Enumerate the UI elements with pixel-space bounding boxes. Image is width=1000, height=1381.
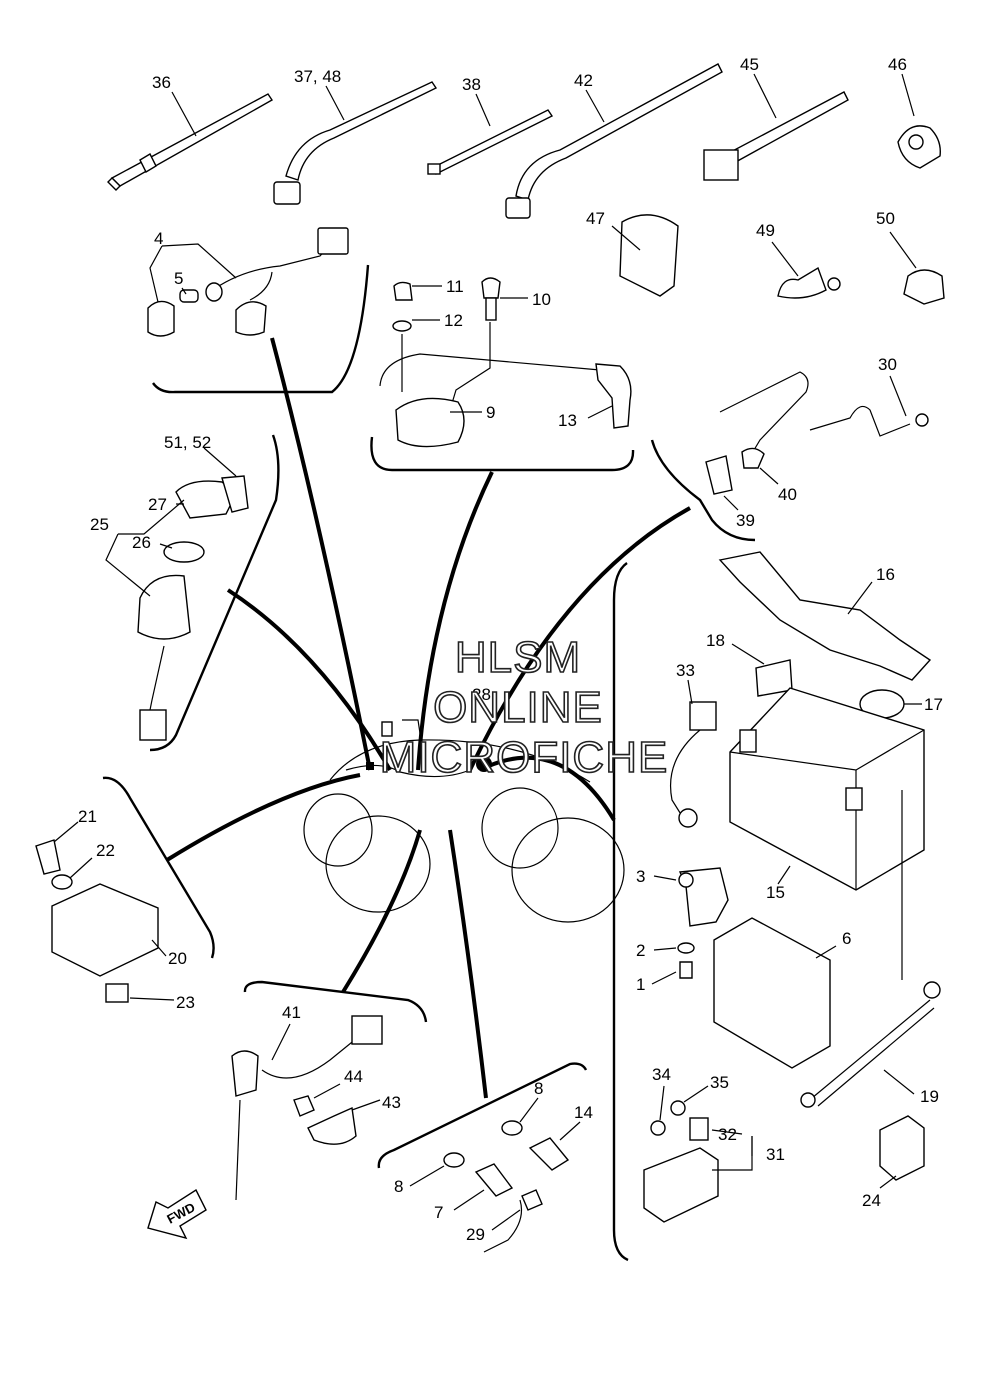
callout-6: 6 bbox=[842, 929, 851, 948]
callout-21: 21 bbox=[78, 807, 97, 826]
callout-43: 43 bbox=[382, 1093, 401, 1112]
watermark-line-1: HLSM bbox=[455, 633, 581, 682]
callout-28: 28 bbox=[472, 685, 491, 704]
callout-46: 46 bbox=[888, 55, 907, 74]
wire-harness-sub bbox=[147, 227, 349, 337]
watermark-line-3: MICROFICHE bbox=[380, 733, 669, 782]
callout-44: 44 bbox=[344, 1067, 363, 1086]
callout-4: 4 bbox=[154, 229, 163, 248]
callout-13: 13 bbox=[558, 411, 577, 430]
callout-29: 29 bbox=[466, 1225, 485, 1244]
callout-23: 23 bbox=[176, 993, 195, 1012]
battery-lead-19 bbox=[800, 981, 941, 1108]
callout-18: 18 bbox=[706, 631, 725, 650]
callout-41: 41 bbox=[282, 1003, 301, 1022]
callout-40: 40 bbox=[778, 485, 797, 504]
callout-51-52: 51, 52 bbox=[164, 433, 211, 452]
callout-25: 25 bbox=[90, 515, 109, 534]
callout-34: 34 bbox=[652, 1065, 671, 1084]
callout-45: 45 bbox=[740, 55, 759, 74]
main-switch-assembly bbox=[137, 475, 249, 741]
callout-15: 15 bbox=[766, 883, 785, 902]
callout-14: 14 bbox=[574, 1103, 593, 1122]
battery bbox=[729, 687, 925, 891]
callout-27: 27 bbox=[148, 495, 167, 514]
callout-11: 11 bbox=[446, 277, 464, 296]
sensors-bottom bbox=[443, 1120, 570, 1253]
callout-labels: 36 37, 48 38 42 45 46 4 5 11 10 12 9 13 … bbox=[78, 55, 943, 1244]
cable-ties bbox=[107, 63, 941, 219]
callout-37-48: 37, 48 bbox=[294, 67, 341, 86]
callout-36: 36 bbox=[152, 73, 171, 92]
callout-42: 42 bbox=[574, 71, 593, 90]
callout-9: 9 bbox=[486, 403, 495, 422]
callout-1: 1 bbox=[636, 975, 645, 994]
callout-30: 30 bbox=[878, 355, 897, 374]
connector-lines bbox=[165, 337, 691, 1099]
fwd-arrow: FWD bbox=[147, 1188, 207, 1240]
callout-3: 3 bbox=[636, 867, 645, 886]
callout-33: 33 bbox=[676, 661, 695, 680]
callout-31: 31 bbox=[766, 1145, 785, 1164]
callout-19: 19 bbox=[920, 1087, 939, 1106]
battery-lead-33 bbox=[669, 701, 717, 828]
control-unit bbox=[677, 867, 831, 1069]
callout-47: 47 bbox=[586, 209, 605, 228]
battery-bracket bbox=[718, 551, 932, 719]
relay-24 bbox=[879, 1115, 925, 1181]
callout-2: 2 bbox=[636, 941, 645, 960]
callout-8-top: 8 bbox=[534, 1079, 543, 1098]
ignition-coil-assembly bbox=[379, 277, 632, 448]
callout-17: 17 bbox=[924, 695, 943, 714]
callout-32: 32 bbox=[718, 1125, 737, 1144]
vehicle-outline bbox=[303, 719, 625, 923]
callout-38: 38 bbox=[462, 75, 481, 94]
callout-22: 22 bbox=[96, 841, 115, 860]
group-brackets bbox=[102, 264, 756, 1262]
callout-35: 35 bbox=[710, 1073, 729, 1092]
callout-39: 39 bbox=[736, 511, 755, 530]
callout-12: 12 bbox=[444, 311, 463, 330]
starter-relay bbox=[643, 1100, 719, 1223]
neutral-switch-lead bbox=[231, 1015, 383, 1201]
rectifier-regulator bbox=[35, 839, 159, 1003]
callout-24: 24 bbox=[862, 1191, 881, 1210]
callout-10: 10 bbox=[532, 290, 551, 309]
watermark-line-2: ONLINE bbox=[433, 683, 603, 732]
callout-8-bottom: 8 bbox=[394, 1177, 403, 1196]
watermark: HLSM ONLINE MICROFICHE bbox=[379, 632, 669, 783]
leader-lines bbox=[53, 73, 922, 1231]
callout-16: 16 bbox=[876, 565, 895, 584]
callout-50: 50 bbox=[876, 209, 895, 228]
sensor-lead bbox=[705, 371, 929, 495]
callout-7: 7 bbox=[434, 1203, 443, 1222]
callout-5: 5 bbox=[174, 269, 183, 288]
callout-49: 49 bbox=[756, 221, 775, 240]
callout-26: 26 bbox=[132, 533, 151, 552]
callout-20: 20 bbox=[168, 949, 187, 968]
clamps-right bbox=[619, 214, 945, 305]
